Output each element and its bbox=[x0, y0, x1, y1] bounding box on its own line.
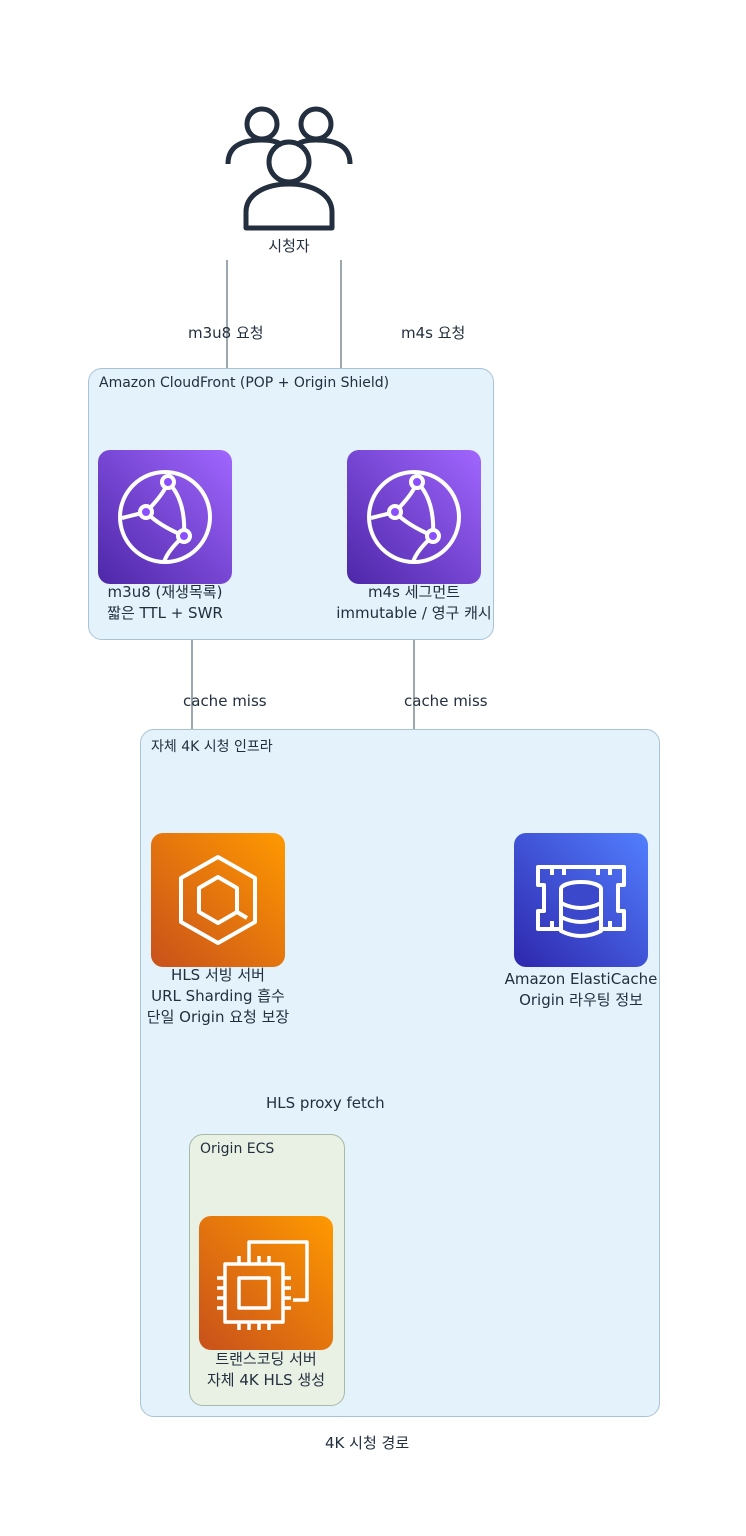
edge-label-cache-miss-left: cache miss bbox=[183, 692, 267, 710]
elasticache-label-line-2: Origin 라우팅 정보 bbox=[519, 991, 643, 1009]
edge-label-m3u8-request: m3u8 요청 bbox=[188, 324, 264, 342]
m3u8-node-label: m3u8 (재생목록) 짧은 TTL + SWR bbox=[65, 582, 265, 624]
users-icon bbox=[225, 106, 353, 231]
hls-server-node bbox=[151, 833, 285, 967]
hls-label-line-2: URL Sharding 흡수 bbox=[151, 987, 285, 1005]
cloudfront-group-label: Amazon CloudFront (POP + Origin Shield) bbox=[99, 375, 390, 391]
hls-server-label: HLS 서빙 서버 URL Sharding 흡수 단일 Origin 요청 보… bbox=[118, 965, 318, 1028]
m3u8-label-line-2: 짧은 TTL + SWR bbox=[107, 604, 223, 622]
hls-label-line-1: HLS 서빙 서버 bbox=[171, 966, 265, 984]
transcoder-label-line-1: 트랜스코딩 서버 bbox=[215, 1350, 317, 1368]
elasticache-label: Amazon ElastiCache Origin 라우팅 정보 bbox=[481, 969, 681, 1011]
m4s-label-line-1: m4s 세그먼트 bbox=[368, 583, 460, 601]
m3u8-cloudfront-node bbox=[98, 450, 232, 584]
cloudfront-icon bbox=[367, 470, 461, 564]
ec2-icon bbox=[217, 1240, 309, 1330]
edge-label-m4s-request: m4s 요청 bbox=[401, 324, 466, 342]
transcoder-label: 트랜스코딩 서버 자체 4K HLS 생성 bbox=[166, 1349, 366, 1391]
infra-group-label: 자체 4K 시청 인프라 bbox=[151, 739, 273, 755]
edge-label-hls-proxy-fetch: HLS proxy fetch bbox=[266, 1094, 385, 1112]
m4s-cloudfront-node bbox=[347, 450, 481, 584]
elasticache-icon bbox=[536, 865, 626, 938]
cloudfront-icon bbox=[118, 470, 212, 564]
edge-label-cache-miss-right: cache miss bbox=[404, 692, 488, 710]
m4s-label-line-2: immutable / 영구 캐시 bbox=[336, 604, 492, 622]
hls-label-line-3: 단일 Origin 요청 보장 bbox=[146, 1008, 290, 1026]
transcoder-node bbox=[199, 1216, 333, 1350]
transcoder-label-line-2: 자체 4K HLS 생성 bbox=[206, 1371, 326, 1389]
m4s-node-label: m4s 세그먼트 immutable / 영구 캐시 bbox=[314, 582, 514, 624]
viewer-node: 시청자 bbox=[222, 100, 356, 260]
ecs-icon bbox=[179, 855, 257, 945]
diagram-caption: 4K 시청 경로 bbox=[325, 1434, 410, 1452]
viewer-label: 시청자 bbox=[268, 237, 310, 255]
m3u8-label-line-1: m3u8 (재생목록) bbox=[107, 583, 223, 601]
elasticache-label-line-1: Amazon ElastiCache bbox=[504, 970, 658, 988]
origin-ecs-group-label: Origin ECS bbox=[200, 1141, 275, 1157]
elasticache-node bbox=[514, 833, 648, 967]
